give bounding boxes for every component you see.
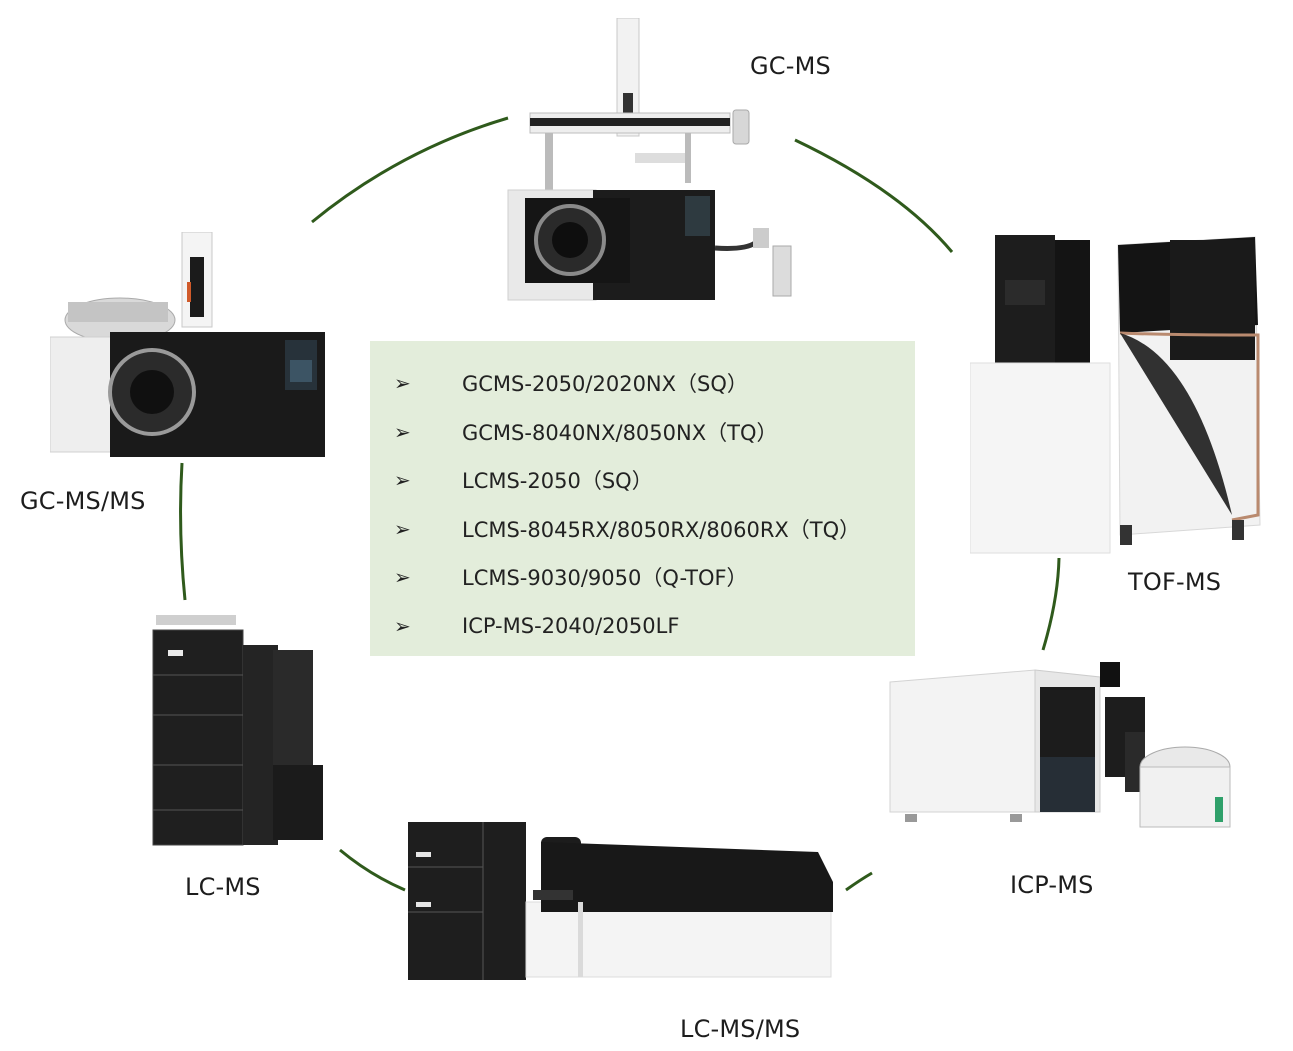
list-item-text: LCMS-8045RX/8050RX/8060RX（TQ） [462,517,861,542]
label-icp-ms: ICP-MS [1010,871,1094,899]
list-item: ➢ GCMS-8040NX/8050NX（TQ） [370,408,915,457]
arc-top-left [311,116,509,224]
list-item-text: LCMS-9030/9050（Q-TOF） [462,566,748,591]
lcmsms-instrument-image [408,822,833,980]
arc-bottom-left [339,848,406,892]
label-tof-ms: TOF-MS [1128,568,1222,596]
arc-bottom-right [845,871,873,892]
gcmsms-instrument-image [50,232,325,457]
list-item: ➢ GCMS-2050/2020NX（SQ） [370,359,915,408]
arrow-bullet-icon: ➢ [394,468,411,493]
arrow-bullet-icon: ➢ [394,419,411,444]
list-item-text: GCMS-2050/2020NX（SQ） [462,372,748,397]
list-item: ➢ LCMS-8045RX/8050RX/8060RX（TQ） [370,505,915,554]
product-list-box: ➢ GCMS-2050/2020NX（SQ） ➢ GCMS-8040NX/8050N… [370,341,915,656]
list-item: ➢ ICP-MS-2040/2050LF [370,602,915,651]
list-item-text: GCMS-8040NX/8050NX（TQ） [462,420,778,445]
label-gc-ms: GC-MS [750,52,831,80]
list-item: ➢ LCMS-2050（SQ） [370,456,915,505]
arc-top-right [794,138,954,253]
lcms-instrument-image [152,615,323,846]
label-lc-ms: LC-MS [185,873,261,901]
tofms-instrument-image [970,235,1261,554]
arc-left [179,462,187,601]
arrow-bullet-icon: ➢ [394,371,411,396]
product-list: ➢ GCMS-2050/2020NX（SQ） ➢ GCMS-8040NX/8050N… [370,341,915,650]
list-item-text: ICP-MS-2040/2050LF [462,613,680,638]
arrow-bullet-icon: ➢ [394,565,411,590]
arc-right [1041,557,1061,651]
gcms-instrument-image [507,18,792,301]
list-item: ➢ LCMS-9030/9050（Q-TOF） [370,553,915,602]
label-gc-ms-ms: GC-MS/MS [20,487,146,515]
arrow-bullet-icon: ➢ [394,516,411,541]
icpms-instrument-image [889,662,1231,828]
arrow-bullet-icon: ➢ [394,613,411,638]
label-lc-ms-ms: LC-MS/MS [680,1015,801,1043]
list-item-text: LCMS-2050（SQ） [462,469,653,494]
